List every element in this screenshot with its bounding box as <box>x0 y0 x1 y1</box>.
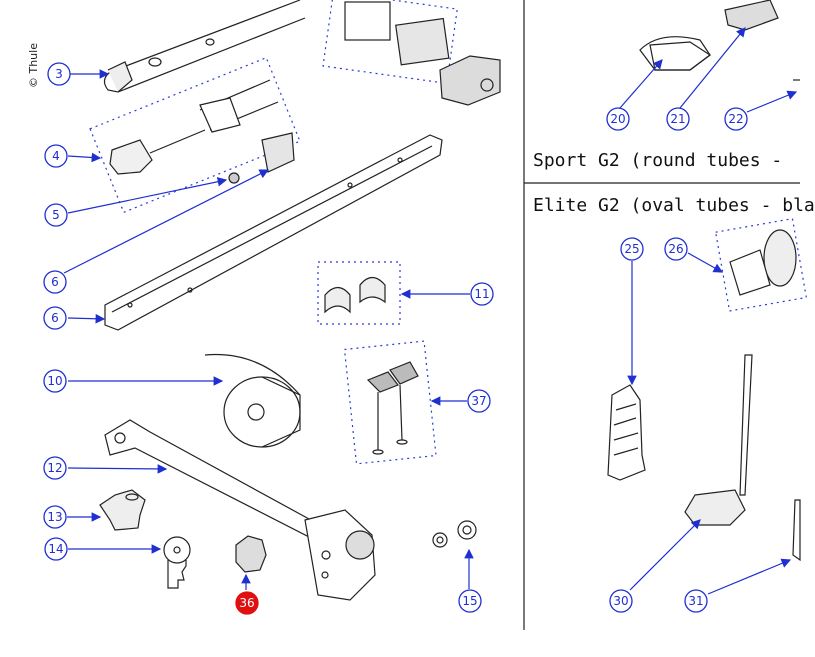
callout-number: 21 <box>670 112 685 126</box>
callout-c5: 5 <box>44 203 68 227</box>
callout-number: 3 <box>55 67 63 81</box>
callout-circle <box>666 107 690 131</box>
callout-number: 30 <box>613 594 628 608</box>
callout-number: 6 <box>51 275 59 289</box>
callout-number: 26 <box>668 242 683 256</box>
callout-c10: 10 <box>43 369 67 393</box>
callout-number: 11 <box>474 287 489 301</box>
callout-c15: 15 <box>458 589 482 613</box>
callout-c26: 26 <box>664 237 688 261</box>
callout-circle <box>235 591 259 615</box>
callout-c37: 37 <box>467 389 491 413</box>
callout-circle <box>724 107 748 131</box>
callout-circle <box>43 306 67 330</box>
callout-number: 12 <box>47 461 62 475</box>
callout-circle <box>47 62 71 86</box>
part-3-bar <box>103 0 306 93</box>
section-title-sport-g2: Sport G2 (round tubes - <box>533 150 783 171</box>
callout-c6a: 6 <box>43 270 67 294</box>
callout-circle <box>43 456 67 480</box>
callout-circle <box>684 589 708 613</box>
callout-c4: 4 <box>44 144 68 168</box>
callout-number: 31 <box>688 594 703 608</box>
callout-number: 5 <box>52 208 60 222</box>
callout-c11: 11 <box>470 282 494 306</box>
callout-c12: 12 <box>43 456 67 480</box>
callout-group: 3 4 5 6 6 10 11 12 13 14 15 36 37 20 21 22 25 26 30 31 <box>43 62 748 615</box>
callout-c22: 22 <box>724 107 748 131</box>
callout-circle <box>43 505 67 529</box>
callout-number: 10 <box>47 374 62 388</box>
callout-number: 20 <box>610 112 625 126</box>
callout-number: 15 <box>462 594 477 608</box>
callout-circle <box>43 270 67 294</box>
callout-c21: 21 <box>666 107 690 131</box>
callout-c31: 31 <box>684 589 708 613</box>
callout-c14: 14 <box>44 537 68 561</box>
leader-lines <box>63 27 798 595</box>
callout-number: 14 <box>48 542 63 556</box>
callout-number: 22 <box>728 112 743 126</box>
callout-circle <box>458 589 482 613</box>
callout-number: 36 <box>239 596 254 610</box>
callout-c3: 3 <box>47 62 71 86</box>
callout-circle <box>609 589 633 613</box>
callout-circle <box>44 203 68 227</box>
callout-number: 13 <box>47 510 62 524</box>
section-title-elite-g2: Elite G2 (oval tubes - bla <box>533 195 815 216</box>
callout-c36: 36 <box>235 591 259 615</box>
callout-circle <box>620 237 644 261</box>
callout-c20: 20 <box>606 107 630 131</box>
callout-circle <box>664 237 688 261</box>
callout-c6b: 6 <box>43 306 67 330</box>
callout-c13: 13 <box>43 505 67 529</box>
callout-circle <box>467 389 491 413</box>
callout-circle <box>43 369 67 393</box>
callout-number: 37 <box>471 394 486 408</box>
callout-circle <box>606 107 630 131</box>
callout-number: 4 <box>52 149 60 163</box>
callout-number: 6 <box>51 311 59 325</box>
callout-c30: 30 <box>609 589 633 613</box>
callout-number: 25 <box>624 242 639 256</box>
callout-circle <box>470 282 494 306</box>
callout-c25: 25 <box>620 237 644 261</box>
callout-circle <box>44 144 68 168</box>
callout-circle <box>44 537 68 561</box>
part-drawings <box>89 0 808 601</box>
